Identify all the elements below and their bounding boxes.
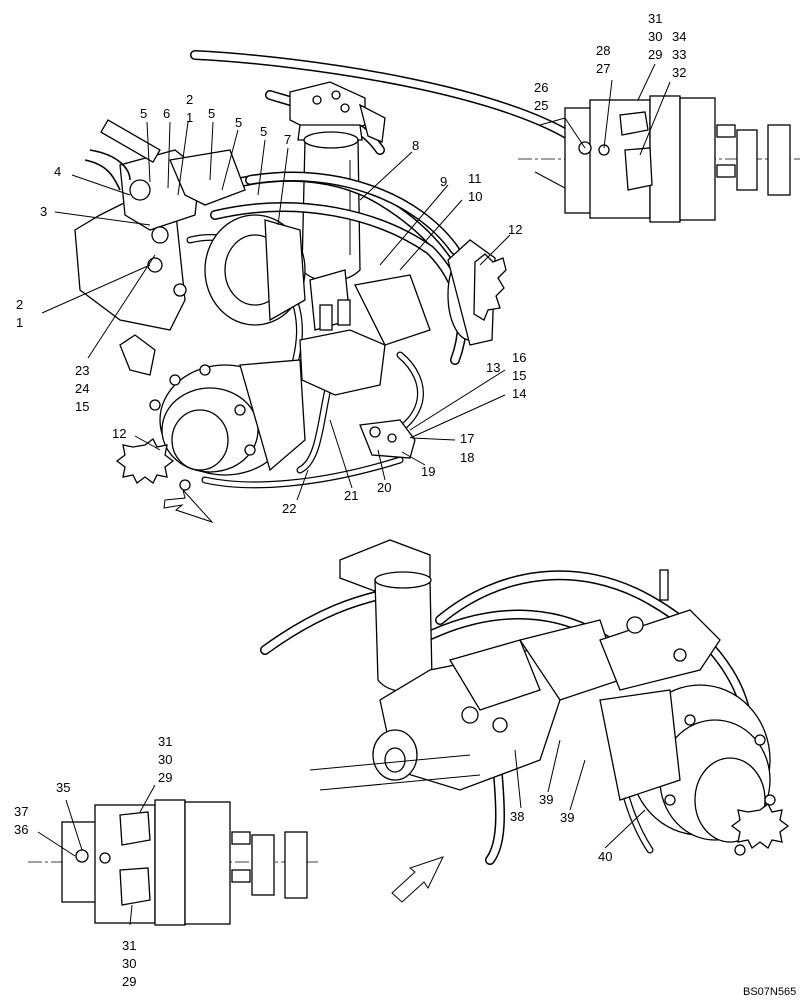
callout-27: 27 <box>596 61 610 76</box>
callout-22: 22 <box>282 501 296 516</box>
callout-21: 21 <box>344 488 358 503</box>
hydraulic-filter-lower <box>339 539 433 692</box>
leader-lines-upper <box>41 121 511 501</box>
callout-29-b: 29 <box>158 770 172 785</box>
callout-labels: 2 1 5 6 5 5 5 7 4 3 2 1 23 24 15 12 8 9 … <box>14 11 796 998</box>
callout-39-a: 39 <box>539 792 553 807</box>
callout-29-a: 29 <box>648 47 662 62</box>
callout-31-c: 31 <box>122 938 136 953</box>
leader-lines-lower <box>514 739 646 849</box>
motor-detail-bottom-left <box>28 784 318 926</box>
callout-5-c: 5 <box>235 115 242 130</box>
callout-34: 34 <box>672 29 686 44</box>
callout-23: 23 <box>75 363 89 378</box>
drive-motor-center <box>204 214 306 326</box>
control-valve-block <box>299 269 431 396</box>
callout-6: 6 <box>163 106 170 121</box>
fitting-group <box>359 419 416 459</box>
callout-13: 13 <box>486 360 500 375</box>
callout-14: 14 <box>512 386 526 401</box>
callout-1-a: 1 <box>186 110 193 125</box>
callout-19: 19 <box>421 464 435 479</box>
drive-motor-right <box>447 239 507 346</box>
callout-40: 40 <box>598 849 612 864</box>
callout-25: 25 <box>534 98 548 113</box>
callout-11: 11 <box>468 171 482 186</box>
callout-39-b: 39 <box>560 810 574 825</box>
drive-motor-left-front <box>115 334 306 491</box>
drawing-reference-number: BS07N565 <box>743 986 796 998</box>
callout-16: 16 <box>512 350 526 365</box>
callout-17: 17 <box>460 431 474 446</box>
hydraulic-pump <box>74 119 246 331</box>
callout-30-c: 30 <box>122 956 136 971</box>
drive-motor-lower <box>599 684 790 856</box>
callout-26: 26 <box>534 80 548 95</box>
callout-31-b: 31 <box>158 734 172 749</box>
callout-32: 32 <box>672 65 686 80</box>
hydraulic-pump-lower <box>372 619 621 791</box>
callout-18: 18 <box>460 450 474 465</box>
callout-30-b: 30 <box>158 752 172 767</box>
lower-assembly-view <box>260 539 790 903</box>
callout-12-a: 12 <box>112 426 126 441</box>
callout-36: 36 <box>14 822 28 837</box>
callout-2-b: 2 <box>16 297 23 312</box>
callout-8: 8 <box>412 138 419 153</box>
callout-4: 4 <box>54 164 61 179</box>
callout-37: 37 <box>14 804 28 819</box>
callout-12-b: 12 <box>508 222 522 237</box>
callout-24: 24 <box>75 381 89 396</box>
callout-33: 33 <box>672 47 686 62</box>
callout-15-b: 15 <box>512 368 526 383</box>
direction-arrow-upper <box>163 489 214 524</box>
callout-35: 35 <box>56 780 70 795</box>
callout-10: 10 <box>468 189 482 204</box>
upper-assembly-view <box>41 50 595 524</box>
callout-1-b: 1 <box>16 315 23 330</box>
callout-30-a: 30 <box>648 29 662 44</box>
callout-2-a: 2 <box>186 92 193 107</box>
callout-31-a: 31 <box>648 11 662 26</box>
callout-29-c: 29 <box>122 974 136 989</box>
callout-5-a: 5 <box>140 106 147 121</box>
callout-38: 38 <box>510 809 524 824</box>
frame-rail <box>309 754 481 791</box>
callout-7: 7 <box>284 132 291 147</box>
motor-detail-top-right <box>518 63 800 223</box>
control-valve-lower <box>599 569 721 691</box>
callout-28: 28 <box>596 43 610 58</box>
callout-9: 9 <box>440 174 447 189</box>
callout-20: 20 <box>377 480 391 495</box>
direction-arrow-lower <box>391 856 444 903</box>
callout-3: 3 <box>40 204 47 219</box>
callout-5-b: 5 <box>208 106 215 121</box>
callout-15-a: 15 <box>75 399 89 414</box>
callout-5-d: 5 <box>260 124 267 139</box>
